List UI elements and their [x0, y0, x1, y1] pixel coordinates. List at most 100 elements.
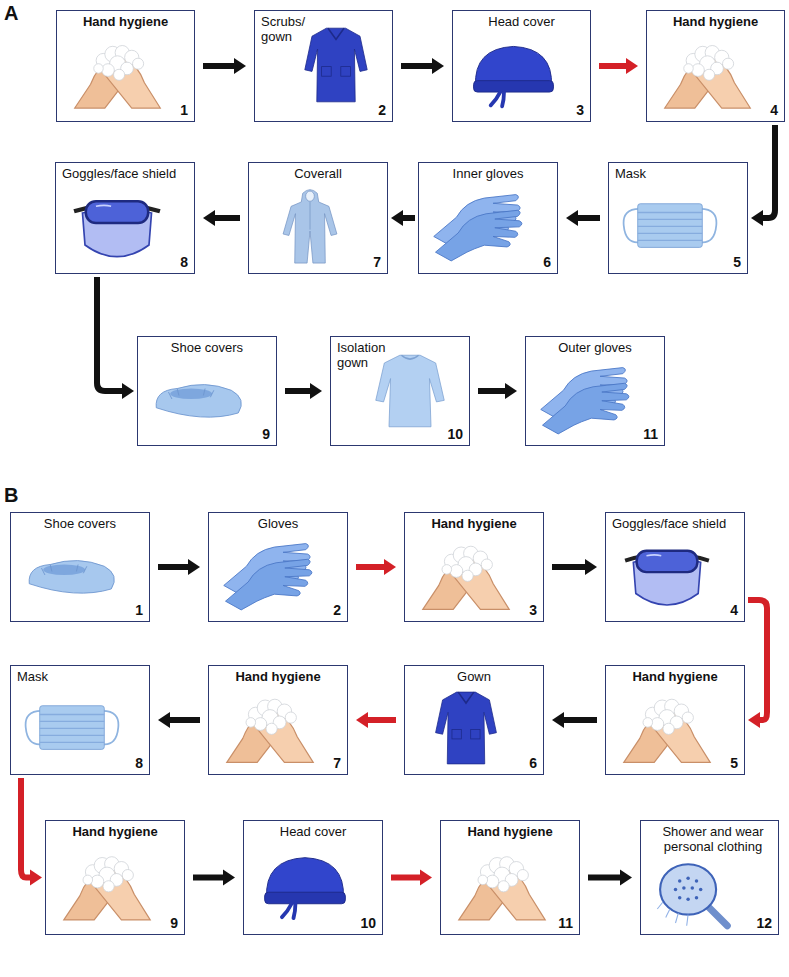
flow-arrow	[391, 870, 432, 886]
arrow-head	[566, 210, 578, 226]
gloves-icon	[224, 544, 312, 610]
hand-hygiene-icon	[64, 857, 150, 920]
step-number: 9	[262, 426, 270, 442]
panel-letter: A	[4, 2, 18, 24]
arrow-head	[122, 383, 134, 399]
step-label: Goggles/face shield	[62, 166, 176, 181]
step-label: Hand hygiene	[411, 516, 537, 531]
step-box: Scrubs/ gown2	[254, 10, 393, 122]
step-number: 7	[373, 254, 381, 270]
arrow-shaft	[285, 388, 311, 394]
step-box: Shoe covers1	[10, 512, 150, 622]
step-box: Head cover3	[452, 10, 591, 122]
hand-hygiene-icon	[459, 857, 545, 920]
flow-arrow	[203, 58, 246, 74]
step-number: 2	[378, 102, 386, 118]
arrow-head	[626, 58, 638, 74]
step-box: Hand hygiene3	[404, 512, 544, 622]
arrow-head	[585, 559, 597, 575]
flow-arrow	[391, 210, 415, 226]
mask-icon	[26, 706, 119, 750]
arrow-head	[420, 870, 432, 886]
step-label: Gloves	[215, 516, 341, 531]
step-label: Isolation gown	[337, 340, 397, 370]
step-box: Goggles/face shield8	[55, 162, 195, 274]
step-number: 2	[333, 602, 341, 618]
step-number: 8	[135, 755, 143, 771]
arrow-shaft	[356, 564, 385, 570]
step-label: Mask	[17, 669, 48, 684]
step-box: Hand hygiene7	[208, 665, 348, 775]
step-label: Shower and wear personal clothing	[654, 824, 772, 854]
arrow-head	[203, 210, 215, 226]
flow-arrow	[203, 210, 240, 226]
step-number: 11	[558, 915, 573, 931]
step-number: 10	[360, 915, 376, 931]
gloves-icon	[541, 368, 629, 434]
step-label: Shoe covers	[144, 340, 270, 355]
step-number: 6	[529, 755, 537, 771]
hand-hygiene-icon	[75, 46, 161, 109]
arrow-head	[432, 58, 444, 74]
step-number: 9	[170, 915, 178, 931]
shoe-cover-icon	[156, 385, 241, 418]
flow-arrow	[566, 210, 600, 226]
scrubs-icon	[305, 28, 367, 102]
flow-arrow	[285, 383, 322, 399]
step-box: Head cover10	[243, 820, 383, 935]
step-label: Hand hygiene	[52, 824, 178, 839]
hand-hygiene-icon	[665, 46, 751, 109]
coverall-icon	[283, 190, 337, 263]
step-number: 12	[756, 915, 772, 931]
arrow-shaft	[401, 63, 433, 69]
step-box: Hand hygiene5	[605, 665, 745, 775]
flow-arrow	[748, 600, 767, 728]
step-box: Shoe covers 9	[137, 336, 277, 446]
goggles-icon	[625, 551, 709, 605]
step-number: 10	[447, 426, 463, 442]
step-box: Hand hygiene 1	[56, 10, 195, 122]
step-box: Hand hygiene4	[646, 10, 785, 122]
flow-arrow	[599, 58, 638, 74]
step-label: Coverall	[255, 166, 381, 181]
arrow-shaft	[169, 717, 200, 723]
step-box: Goggles/face shield4	[605, 512, 745, 622]
step-box: Gown 6	[404, 665, 544, 775]
isolation-gown-icon	[376, 355, 444, 427]
shower-icon	[657, 864, 727, 926]
gloves-icon	[434, 195, 522, 261]
arrow-shaft	[193, 875, 224, 881]
flow-arrow	[193, 870, 235, 886]
arrow-head	[620, 870, 632, 886]
flow-arrow	[97, 277, 134, 399]
arrow-shaft	[158, 564, 189, 570]
head-cover-icon	[265, 858, 346, 918]
flow-arrow	[401, 58, 444, 74]
arrow-head	[310, 383, 322, 399]
step-number: 5	[733, 254, 741, 270]
step-label: Hand hygiene	[612, 669, 738, 684]
step-box: Isolation gown 10	[330, 336, 470, 446]
step-box: Coverall 7	[248, 162, 388, 274]
flow-arrow	[478, 383, 517, 399]
step-label: Gown	[411, 669, 537, 684]
arrow-head	[158, 712, 170, 728]
gown-icon	[436, 692, 497, 764]
step-label: Hand hygiene	[653, 14, 778, 29]
flow-arrow	[158, 712, 200, 728]
step-number: 7	[333, 755, 341, 771]
step-label: Inner gloves	[425, 166, 551, 181]
arrow-head	[188, 559, 200, 575]
arrow-head	[552, 712, 564, 728]
step-number: 1	[135, 602, 143, 618]
arrow-shaft	[391, 875, 421, 881]
step-label: Hand hygiene	[63, 14, 188, 29]
step-box: Hand hygiene11	[440, 820, 580, 935]
step-number: 1	[180, 102, 188, 118]
step-box: Shower and wear personal clothing 12	[640, 820, 779, 935]
step-box: Hand hygiene 9	[45, 820, 185, 935]
step-label: Mask	[615, 166, 646, 181]
step-number: 3	[576, 102, 584, 118]
arrow-head	[751, 210, 763, 226]
flow-arrow	[356, 559, 396, 575]
